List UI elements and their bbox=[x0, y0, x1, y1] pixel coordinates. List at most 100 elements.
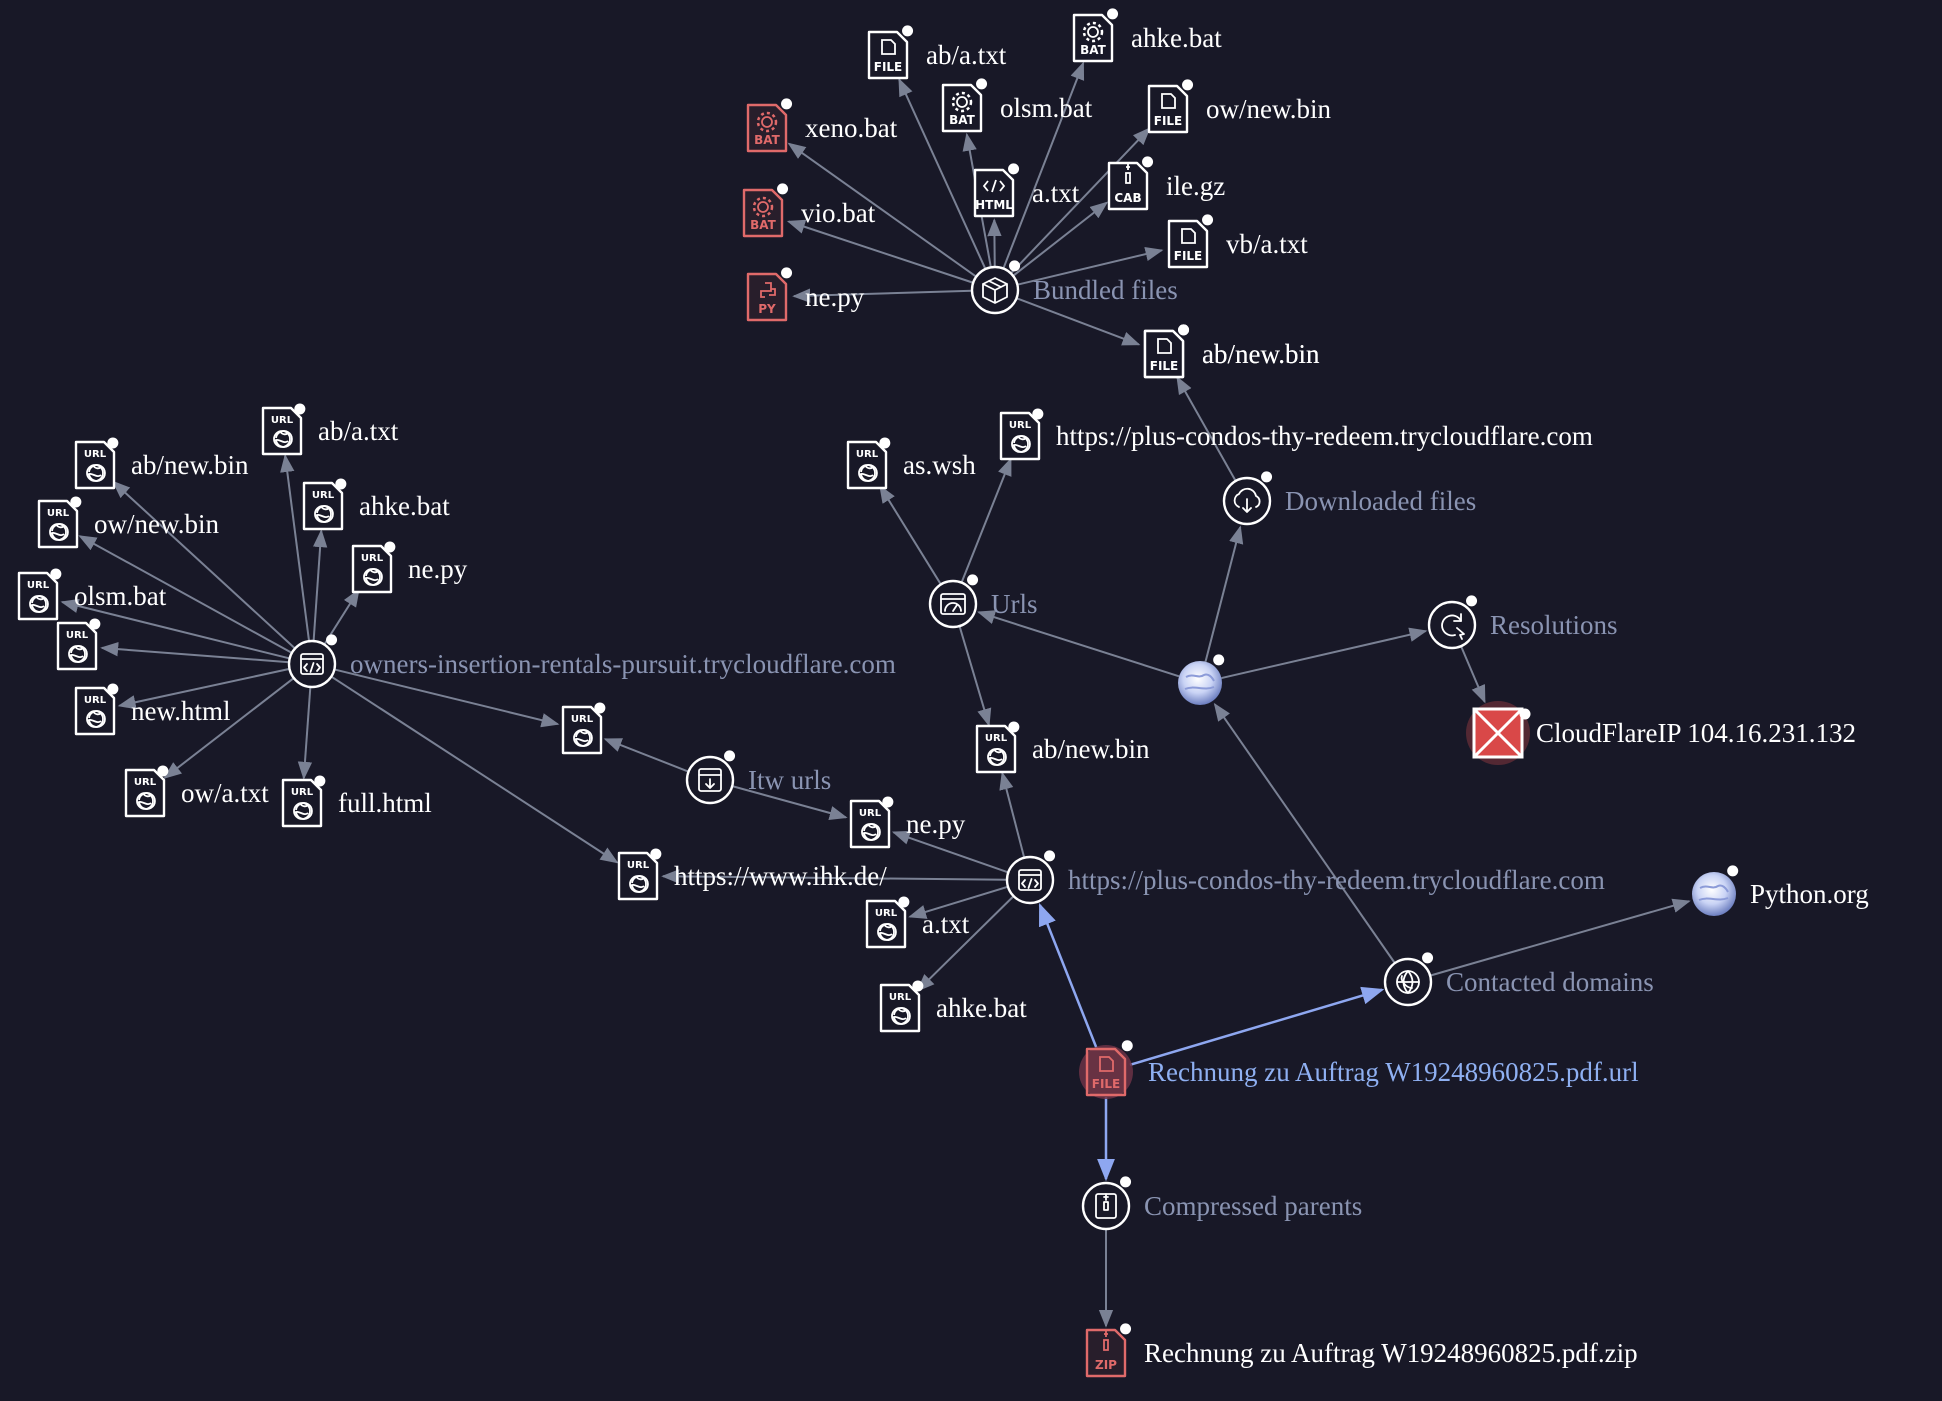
file-file-icon: FILE bbox=[1167, 219, 1209, 269]
edge-plus_url-to-p_ahke bbox=[916, 895, 1015, 992]
edge-plus_url-to-p_atxt bbox=[908, 885, 1009, 919]
url-file-icon: URL bbox=[124, 768, 166, 818]
node-label: https://plus-condos-thy-redeem.trycloudf… bbox=[1056, 421, 1593, 451]
globe-node-domain-globe[interactable] bbox=[1178, 654, 1225, 705]
relation-node-downloaded[interactable]: Downloaded files bbox=[1222, 471, 1476, 526]
relation-node-resolutions[interactable]: Resolutions bbox=[1427, 595, 1618, 650]
url-file-icon: URL bbox=[617, 851, 659, 901]
url-node-itw-url[interactable]: URL bbox=[561, 702, 606, 755]
node-indicator-dot bbox=[1422, 952, 1434, 964]
bat-file-icon: BAT bbox=[742, 188, 784, 238]
edge-root-to-plus_url bbox=[1038, 903, 1098, 1050]
node-label: Rechnung zu Auftrag W19248960825.pdf.url bbox=[1148, 1057, 1639, 1087]
refresh-cursor-icon bbox=[1441, 613, 1465, 640]
edge-owners-to-o_abatxt bbox=[280, 454, 311, 642]
relation-node-contacted[interactable]: Contacted domains bbox=[1383, 952, 1654, 1007]
node-indicator-dot bbox=[879, 437, 891, 449]
file-type-badge: URL bbox=[361, 553, 384, 564]
url-file-icon: URL bbox=[975, 724, 1017, 774]
edge-owners-to-itw_url bbox=[334, 668, 560, 728]
relation-node-comp-parents[interactable]: Compressed parents bbox=[1081, 1176, 1362, 1231]
node-label: a.txt bbox=[922, 909, 970, 939]
relation-node-owners[interactable]: owners-insertion-rentals-pursuit.tryclou… bbox=[287, 634, 896, 689]
node-label: Itw urls bbox=[748, 765, 831, 795]
url-file-icon: URL bbox=[561, 705, 603, 755]
relation-node-itw[interactable]: Itw urls bbox=[685, 750, 831, 805]
edge-downloaded-to-d_abnew bbox=[1176, 375, 1237, 482]
file-type-badge: URL bbox=[271, 415, 294, 426]
url-file-icon: URL bbox=[351, 544, 393, 594]
node-label: https://plus-condos-thy-redeem.trycloudf… bbox=[1068, 865, 1605, 895]
node-label: ab/new.bin bbox=[1202, 339, 1320, 369]
node-label: olsm.bat bbox=[74, 581, 167, 611]
node-indicator-dot bbox=[50, 568, 62, 580]
file-type-badge: URL bbox=[627, 860, 650, 871]
edge-bundled-to-b_abatxt bbox=[898, 77, 987, 270]
url-node-o-blank[interactable]: URL bbox=[56, 618, 101, 671]
file-type-badge: URL bbox=[134, 777, 157, 788]
node-label: ab/new.bin bbox=[1202, 339, 1320, 369]
node-indicator-dot bbox=[1727, 865, 1739, 877]
edge-owners-to-o_newhtml bbox=[117, 667, 290, 710]
node-indicator-dot bbox=[724, 750, 736, 762]
file-type-badge: URL bbox=[985, 733, 1008, 744]
url-node-o-abatxt[interactable]: URL ab/a.txt bbox=[261, 403, 399, 456]
relation-node-plus-url[interactable]: https://plus-condos-thy-redeem.trycloudf… bbox=[1005, 850, 1605, 905]
nodes-layer: FILE Rechnung zu Auftrag W19248960825.pdf… bbox=[17, 8, 1869, 1378]
relation-node-urls[interactable]: Urls bbox=[928, 574, 1038, 629]
file-file-icon: FILE bbox=[1143, 329, 1185, 379]
node-label: ne.py bbox=[906, 809, 966, 839]
ip-flag-node-cfip[interactable]: CloudFlareIP 104.16.231.132 bbox=[1466, 701, 1856, 765]
node-indicator-dot bbox=[1044, 850, 1056, 862]
node-indicator-dot bbox=[314, 775, 326, 787]
globe-node-python[interactable]: Python.org bbox=[1692, 865, 1869, 916]
node-label: ab/a.txt bbox=[318, 416, 399, 446]
url-node-o-olsm[interactable]: URL olsm.bat bbox=[17, 568, 167, 621]
node-indicator-dot bbox=[1008, 721, 1020, 733]
download-box-icon bbox=[698, 768, 722, 792]
relation-node-bundled[interactable]: Bundled files bbox=[970, 260, 1178, 315]
edge-urls-to-u_plus bbox=[960, 457, 1012, 584]
file-type-badge: URL bbox=[889, 992, 912, 1003]
edge-contacted-to-domain_globe bbox=[1213, 702, 1396, 964]
edge-bundled-to-b_xeno bbox=[787, 142, 977, 278]
py-file-icon: PY bbox=[746, 272, 788, 322]
node-label: Rechnung zu Auftrag W19248960825.pdf.zip bbox=[1144, 1338, 1638, 1368]
edge-plus_url-to-ihk bbox=[661, 869, 1008, 884]
file-node-b-abnew[interactable]: FILE ab/new.bin bbox=[1143, 324, 1320, 379]
file-type-badge: URL bbox=[27, 580, 50, 591]
cloud-download-icon bbox=[1233, 487, 1261, 513]
edge-urls-to-p_abnew bbox=[958, 625, 992, 727]
node-indicator-dot bbox=[1519, 708, 1531, 720]
edge-bundled-to-b_ownew bbox=[1010, 127, 1151, 275]
package-box-icon bbox=[982, 277, 1008, 304]
node-indicator-dot bbox=[902, 25, 914, 37]
